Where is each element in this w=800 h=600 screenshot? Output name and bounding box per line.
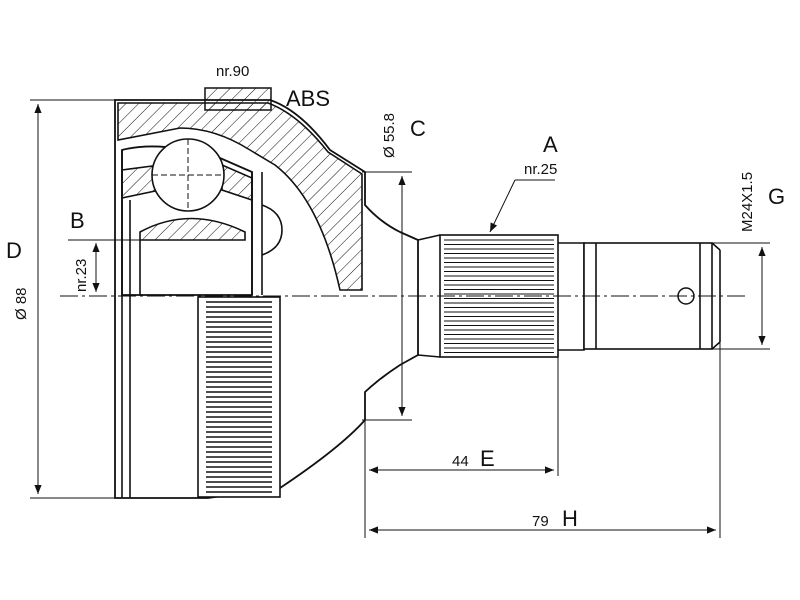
label-b-nr: nr.23: [73, 259, 90, 292]
label-e: E: [480, 446, 495, 471]
label-d: D: [6, 238, 22, 263]
label-a-nr: nr.25: [524, 161, 557, 178]
label-c-dim: Ø 55.8: [381, 113, 398, 158]
abs-tag: [204, 87, 272, 111]
label-c: C: [410, 116, 426, 141]
label-h: H: [562, 506, 578, 531]
label-h-dim: 79: [532, 513, 549, 530]
label-a: A: [543, 132, 558, 157]
label-abs-nr: nr.90: [216, 63, 249, 80]
side-lobe: [261, 204, 283, 256]
tone-ring-teeth: [206, 301, 272, 493]
label-b: B: [70, 208, 85, 233]
label-thread: M24X1.5: [739, 172, 756, 232]
label-g: G: [768, 184, 785, 209]
housing-section-hatch: [117, 102, 363, 291]
label-d-dim: Ø 88: [13, 287, 30, 320]
spline-lines: [444, 239, 554, 353]
label-abs: ABS: [286, 86, 330, 111]
label-e-dim: 44: [452, 453, 469, 470]
inner-race: [139, 217, 246, 241]
